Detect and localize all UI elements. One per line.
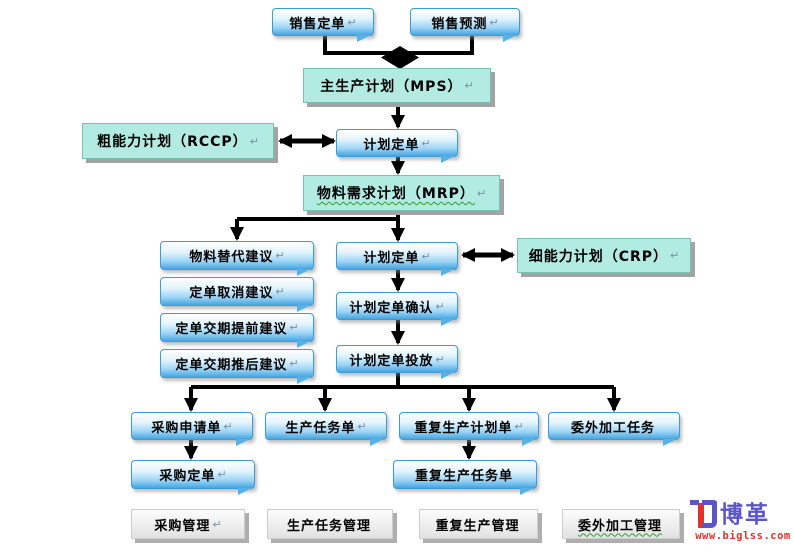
node-label: 重复生产任务单 [414,469,513,484]
node-sales-forecast: 销售预测↵ [410,8,520,42]
return-mark: ↵ [435,352,445,366]
node-label: 采购定单 [159,469,216,484]
node-label: 重复生产计划单 [414,420,513,436]
return-mark: ↵ [289,321,299,334]
node-planned-order-release: 计划定单投放↵ [336,345,458,379]
return-mark: ↵ [249,134,259,148]
brand-logo: 博革 www.biglss.com [690,500,794,542]
node-repeat-production-management: 重复生产管理 [419,509,538,539]
node-purchase-management: 采购管理↵ [131,509,245,539]
node-label: 主生产计划（MPS） [320,78,463,95]
node-label: 计划定单投放 [349,353,434,369]
return-mark: ↵ [476,186,487,200]
return-mark: ↵ [670,249,680,262]
node-label: 销售定单 [289,16,346,32]
node-label: 采购管理 [154,518,211,534]
node-material-substitute-suggestion: 物料替代建议↵ [160,241,314,276]
node-planned-order-confirm: 计划定单确认↵ [336,292,458,326]
node-production-task: 生产任务单↵ [265,412,387,446]
node-outsourcing-management: 委外加工管理 [562,509,680,539]
node-label: 计划定单 [363,137,420,153]
node-label: 定单交期推后建议 [175,358,288,373]
node-rccp: 粗能力计划（RCCP）↵ [82,123,274,159]
return-mark: ↵ [275,285,285,298]
node-label: 物料替代建议 [189,250,274,265]
node-repeat-production-plan: 重复生产计划单↵ [399,412,539,446]
return-mark: ↵ [435,299,445,313]
return-mark: ↵ [212,517,222,531]
return-mark: ↵ [357,419,367,433]
return-mark: ↵ [217,468,227,481]
return-mark: ↵ [289,357,299,370]
node-label: 采购申请单 [151,420,222,436]
node-purchase-order: 采购定单↵ [131,460,255,495]
return-mark: ↵ [421,136,431,150]
brand-url: www.biglss.com [695,530,791,542]
node-mps: 主生产计划（MPS）↵ [303,68,491,103]
return-mark: ↵ [514,419,524,433]
node-label: 细能力计划（CRP） [528,248,669,265]
node-repeat-production-task: 重复生产任务单 [393,460,537,495]
node-sales-order: 销售定单↵ [272,8,374,42]
node-order-delay-suggestion: 定单交期推后建议↵ [160,349,314,384]
node-label: 重复生产管理 [435,518,520,534]
node-label: 定单交期提前建议 [175,322,288,337]
logo-red-bar-icon [698,503,704,528]
node-label: 生产任务单 [285,420,356,436]
node-production-task-management: 生产任务管理 [267,509,393,539]
branch-release [191,371,614,389]
node-order-cancel-suggestion: 定单取消建议↵ [160,277,314,312]
node-label: 计划定单 [363,250,420,266]
merge-diamond [381,46,419,69]
node-order-advance-suggestion: 定单交期提前建议↵ [160,313,314,348]
return-mark: ↵ [489,15,499,29]
node-purchase-request: 采购申请单↵ [131,412,253,446]
return-mark: ↵ [223,419,233,433]
node-label: 定单取消建议 [189,286,274,301]
return-mark: ↵ [464,79,474,92]
node-label: 计划定单确认 [349,300,434,316]
node-label: 销售预测 [431,16,488,32]
node-label: 委外加工管理 [577,518,662,534]
node-label: 物料需求计划（MRP） [316,186,475,202]
return-mark: ↵ [275,249,285,262]
logo-g-shape-icon [690,500,717,528]
biglss-logo-icon [690,500,717,528]
return-mark: ↵ [347,15,357,29]
node-label: 生产任务管理 [286,518,371,534]
brand-name: 博革 [720,502,770,528]
node-crp: 细能力计划（CRP）↵ [517,238,691,273]
node-label: 委外加工任务 [570,420,655,436]
node-planned-order-1: 计划定单↵ [336,129,458,163]
node-label: 粗能力计划（RCCP） [97,134,248,150]
node-mrp: 物料需求计划（MRP）↵ [303,175,500,211]
node-planned-order-2: 计划定单↵ [336,242,458,276]
return-mark: ↵ [421,249,431,263]
node-outsourcing-task: 委外加工任务 [548,412,680,446]
